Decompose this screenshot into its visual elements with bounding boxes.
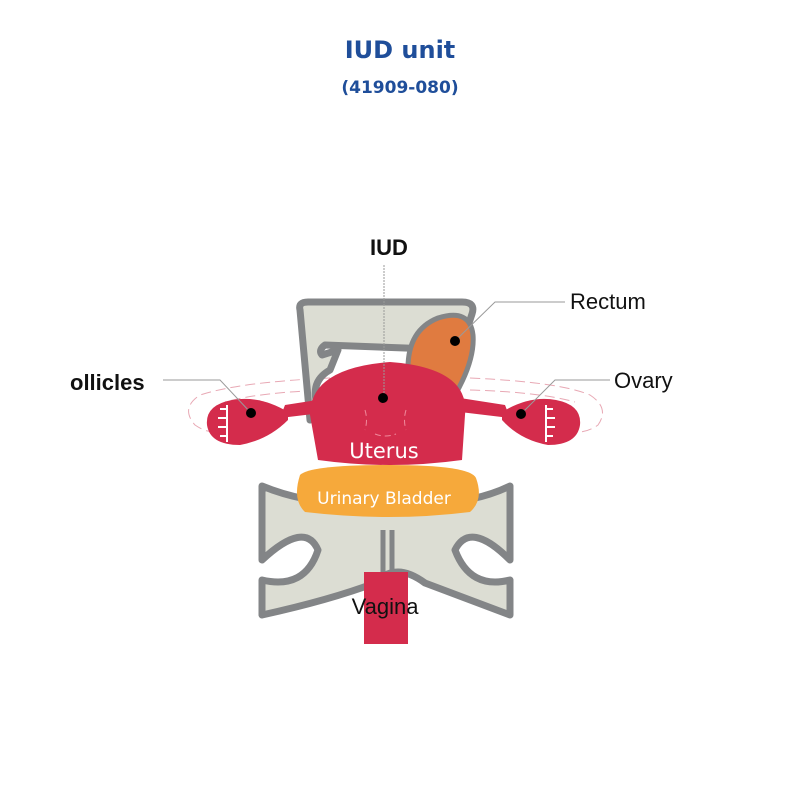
follicles-leader (163, 379, 252, 414)
rectum-label: Rectum (570, 289, 646, 314)
rectum-dot (450, 336, 460, 346)
left-ovary-dot (246, 408, 256, 418)
right-ovary (502, 398, 581, 445)
right-fallopian-tube (460, 398, 510, 418)
vagina-shape (364, 572, 408, 644)
uterus-inner-marks (364, 409, 407, 437)
uterus-shape (310, 362, 466, 465)
uterus-label: Uterus (349, 439, 418, 463)
rectum-leader (454, 301, 565, 342)
vagina-label: Vagina (352, 594, 420, 619)
diagram-title: IUD unit (344, 36, 456, 64)
follicles-label: ollicles (70, 370, 145, 395)
iud-dot (378, 393, 388, 403)
ovary-label: Ovary (614, 368, 673, 393)
bladder-label: Urinary Bladder (317, 489, 451, 509)
right-ovary-dot (516, 409, 526, 419)
ovary-leader (520, 379, 610, 415)
iud-label: IUD (370, 235, 408, 260)
leader-lines (163, 265, 610, 415)
bladder-shape (296, 465, 479, 517)
left-ovary (206, 398, 288, 445)
diagram-subtitle: (41909-080) (341, 78, 459, 98)
